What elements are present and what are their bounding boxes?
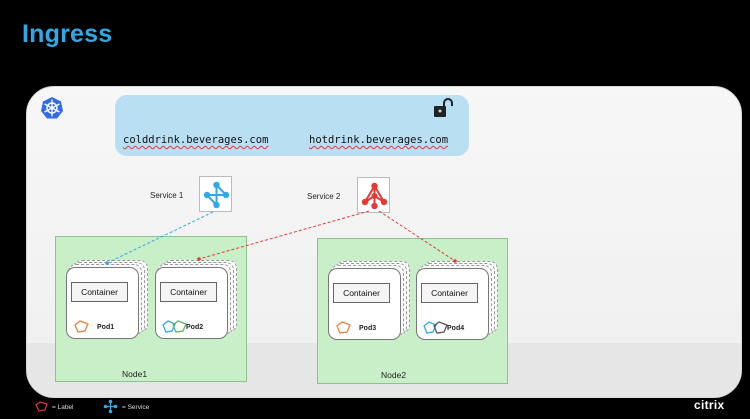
pod-name: Pod4	[447, 325, 465, 332]
ingress-box	[115, 95, 469, 156]
legend-label-text: = Label	[52, 404, 74, 411]
host-hotdrink: hotdrink.beverages.com	[309, 134, 449, 146]
pod-name: Pod1	[97, 324, 115, 331]
pod-name: Pod3	[359, 325, 377, 332]
slide-title: Ingress	[22, 20, 113, 48]
pod-4: Container Pod4	[416, 261, 498, 343]
label-tag-icon	[35, 401, 48, 412]
unlocked-padlock-icon	[434, 98, 453, 117]
container-box: Container	[421, 283, 478, 303]
label-tags-icon	[162, 320, 187, 333]
pod-1: Container Pod1	[66, 260, 148, 342]
host-colddrink: colddrink.beverages.com	[123, 134, 269, 146]
container-box: Container	[71, 282, 128, 302]
node-1-label: Node1	[122, 369, 148, 379]
pod-3: Container Pod3	[328, 261, 410, 343]
label-tags-icon	[74, 320, 89, 333]
label-tags-icon	[336, 321, 351, 334]
container-box: Container	[333, 283, 390, 303]
label-tags-icon	[423, 321, 448, 334]
service-2-label: Service 2	[307, 192, 341, 201]
kubernetes-icon	[41, 97, 63, 119]
service-1-icon	[199, 176, 232, 212]
citrix-logo: citrix	[694, 398, 725, 412]
container-box: Container	[160, 282, 217, 302]
service-icon	[103, 399, 118, 414]
legend-service-text: = Service	[122, 404, 150, 411]
pod-2: Container Pod2	[155, 260, 237, 342]
service-1-label: Service 1	[150, 191, 184, 200]
service-2-icon	[357, 177, 390, 213]
node-2-label: Node2	[381, 370, 407, 380]
pod-name: Pod2	[186, 324, 204, 331]
